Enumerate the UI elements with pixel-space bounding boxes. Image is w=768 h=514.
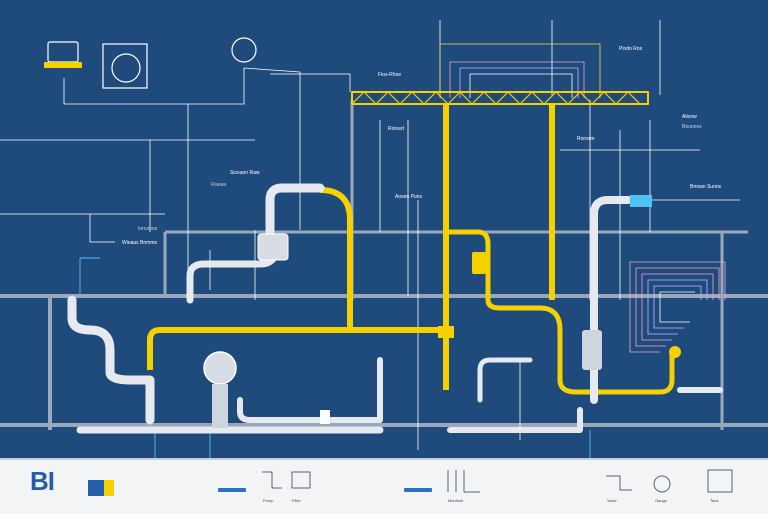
- wire-white-a: [469, 73, 573, 98]
- signal-line-top: [270, 73, 351, 92]
- yellow-return-loop: [446, 229, 675, 395]
- motor-pump-icon: [257, 233, 289, 261]
- legend-strip: [0, 458, 768, 514]
- filter-housing: [582, 330, 602, 370]
- wire-bundle-right: [629, 261, 726, 353]
- label-left-mid: Wieaus Bnmms: [122, 240, 158, 246]
- signal-line-left-label: [89, 214, 115, 243]
- brand-yellow-tile: [104, 480, 114, 496]
- wire-violet-a: [459, 67, 579, 98]
- yellow-loop-upper: [319, 187, 353, 330]
- wire-pink-r2: [635, 267, 720, 347]
- legend-item-pump: Pump: [263, 498, 274, 503]
- signal-line-gauge: [243, 67, 301, 73]
- grey-pipework: [67, 183, 723, 434]
- yellow-truss: [351, 91, 649, 105]
- wire-pink-a: [449, 61, 585, 98]
- grey-pipe-upper: [265, 183, 325, 245]
- legend-chip-b: [404, 488, 432, 492]
- cyan-sensor: [630, 195, 652, 207]
- label-left-small: Innumos: [138, 226, 158, 232]
- grey-pipe-right-riser: [590, 196, 632, 404]
- signal-line-laptop: [63, 68, 245, 105]
- equipment: [203, 195, 652, 428]
- yellow-actuator: [472, 252, 486, 274]
- gauge-icon: [102, 43, 148, 89]
- label-right-mid: Alioow: [682, 114, 697, 120]
- legend-item-gauge: Gauge: [655, 498, 668, 503]
- label-mid-left: Rioned: [388, 126, 404, 132]
- grey-pipe-bottom-loop: [237, 357, 383, 423]
- grey-pipe-center-loop: [477, 357, 533, 403]
- yellow-junction: [438, 326, 454, 338]
- yellow-trunk: [147, 91, 675, 395]
- wire-pink-r1: [629, 261, 726, 353]
- yellow-valve-icon: [669, 346, 681, 358]
- wire-yellow-a: [439, 43, 601, 98]
- wire-violet-r1: [647, 279, 708, 335]
- wire-cyan-left: [79, 257, 100, 296]
- label-center-upper: Aosen Puns: [395, 194, 422, 200]
- label-right-top: Pindo Ros: [619, 46, 643, 52]
- legend-item-manifold: Manifold: [448, 498, 464, 503]
- legend-item-filter: Filter: [292, 498, 301, 503]
- wire-white-r1: [659, 291, 695, 323]
- bottom-valve: [320, 410, 330, 424]
- legend-chip-a: [218, 488, 246, 492]
- brand-square-icon: [88, 480, 104, 496]
- label-right-mid2: Bounoes: [682, 124, 702, 130]
- grey-pipe-left: [67, 295, 155, 425]
- laptop-base: [44, 62, 82, 68]
- gauge-dial: [111, 53, 141, 83]
- label-mid-center: Ronsrm: [577, 136, 595, 142]
- label-right-lower: Bmsan Sunns: [690, 184, 722, 190]
- wire-violet-r2: [653, 285, 702, 329]
- yellow-truss-lattice: [351, 91, 641, 105]
- label-lower-center: Siceaon Raw: [230, 170, 260, 176]
- grey-pipe-bottom-right: [447, 407, 583, 433]
- alarm-clock-icon: [231, 37, 257, 63]
- label-lower-mid: Fiseaa: [211, 182, 227, 188]
- main-valve-icon: [203, 351, 237, 385]
- wire-bundle-top: [439, 43, 601, 98]
- yellow-main-run: [147, 327, 440, 370]
- legend-item-tank: Tank: [710, 498, 719, 503]
- top-left-icons: [44, 37, 257, 89]
- brand-logo: BI: [30, 466, 55, 496]
- wire-pink-r3: [641, 273, 714, 341]
- legend-item-valve: Valve: [607, 498, 617, 503]
- main-valve-stem: [212, 384, 228, 428]
- label-mid-upper: Fios-Rhoe: [378, 72, 402, 78]
